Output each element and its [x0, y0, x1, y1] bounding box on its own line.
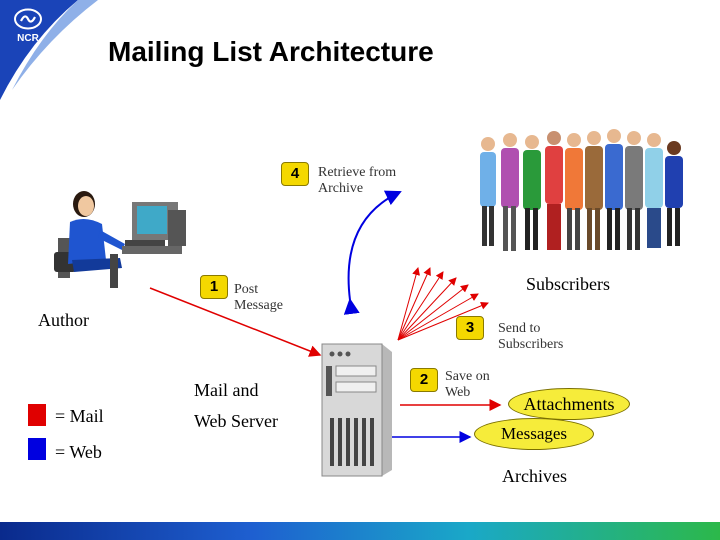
legend-mail-swatch	[28, 404, 46, 426]
post-message-arrow	[149, 287, 322, 357]
ncr-logo-icon	[13, 8, 43, 30]
step-3-badge: 3	[456, 316, 484, 340]
step-3-text: Send to Subscribers	[498, 321, 564, 352]
page-title: Mailing List Architecture	[108, 36, 434, 67]
legend-web-swatch	[28, 438, 46, 460]
retrieve-archive-arrow	[343, 190, 402, 315]
step-2-text: Save on Web	[445, 369, 490, 400]
logo-text: NCR	[17, 33, 39, 44]
server-illustration	[321, 343, 392, 477]
legend-mail-label: = Mail	[55, 406, 104, 426]
archives-label: Archives	[502, 466, 567, 486]
server-label-line2: Web Server	[194, 411, 279, 431]
footer-bar	[0, 522, 720, 540]
messages-oval: Messages	[474, 418, 594, 450]
subscribers-illustration	[480, 129, 683, 251]
step-4-badge: 4	[281, 162, 309, 186]
step-4-text: Retrieve from Archive	[318, 165, 397, 196]
subscribers-label: Subscribers	[526, 274, 610, 294]
send-subscribers-arrows	[397, 267, 489, 341]
server-label-line1: Mail and	[194, 380, 259, 400]
step-2-badge: 2	[410, 368, 438, 392]
step-1-badge: 1	[200, 275, 228, 299]
attachments-oval: Attachments	[508, 388, 630, 420]
author-illustration	[54, 191, 186, 288]
author-label: Author	[38, 310, 89, 330]
legend-web-label: = Web	[55, 442, 102, 462]
step-1-text: Post Message	[234, 282, 283, 313]
